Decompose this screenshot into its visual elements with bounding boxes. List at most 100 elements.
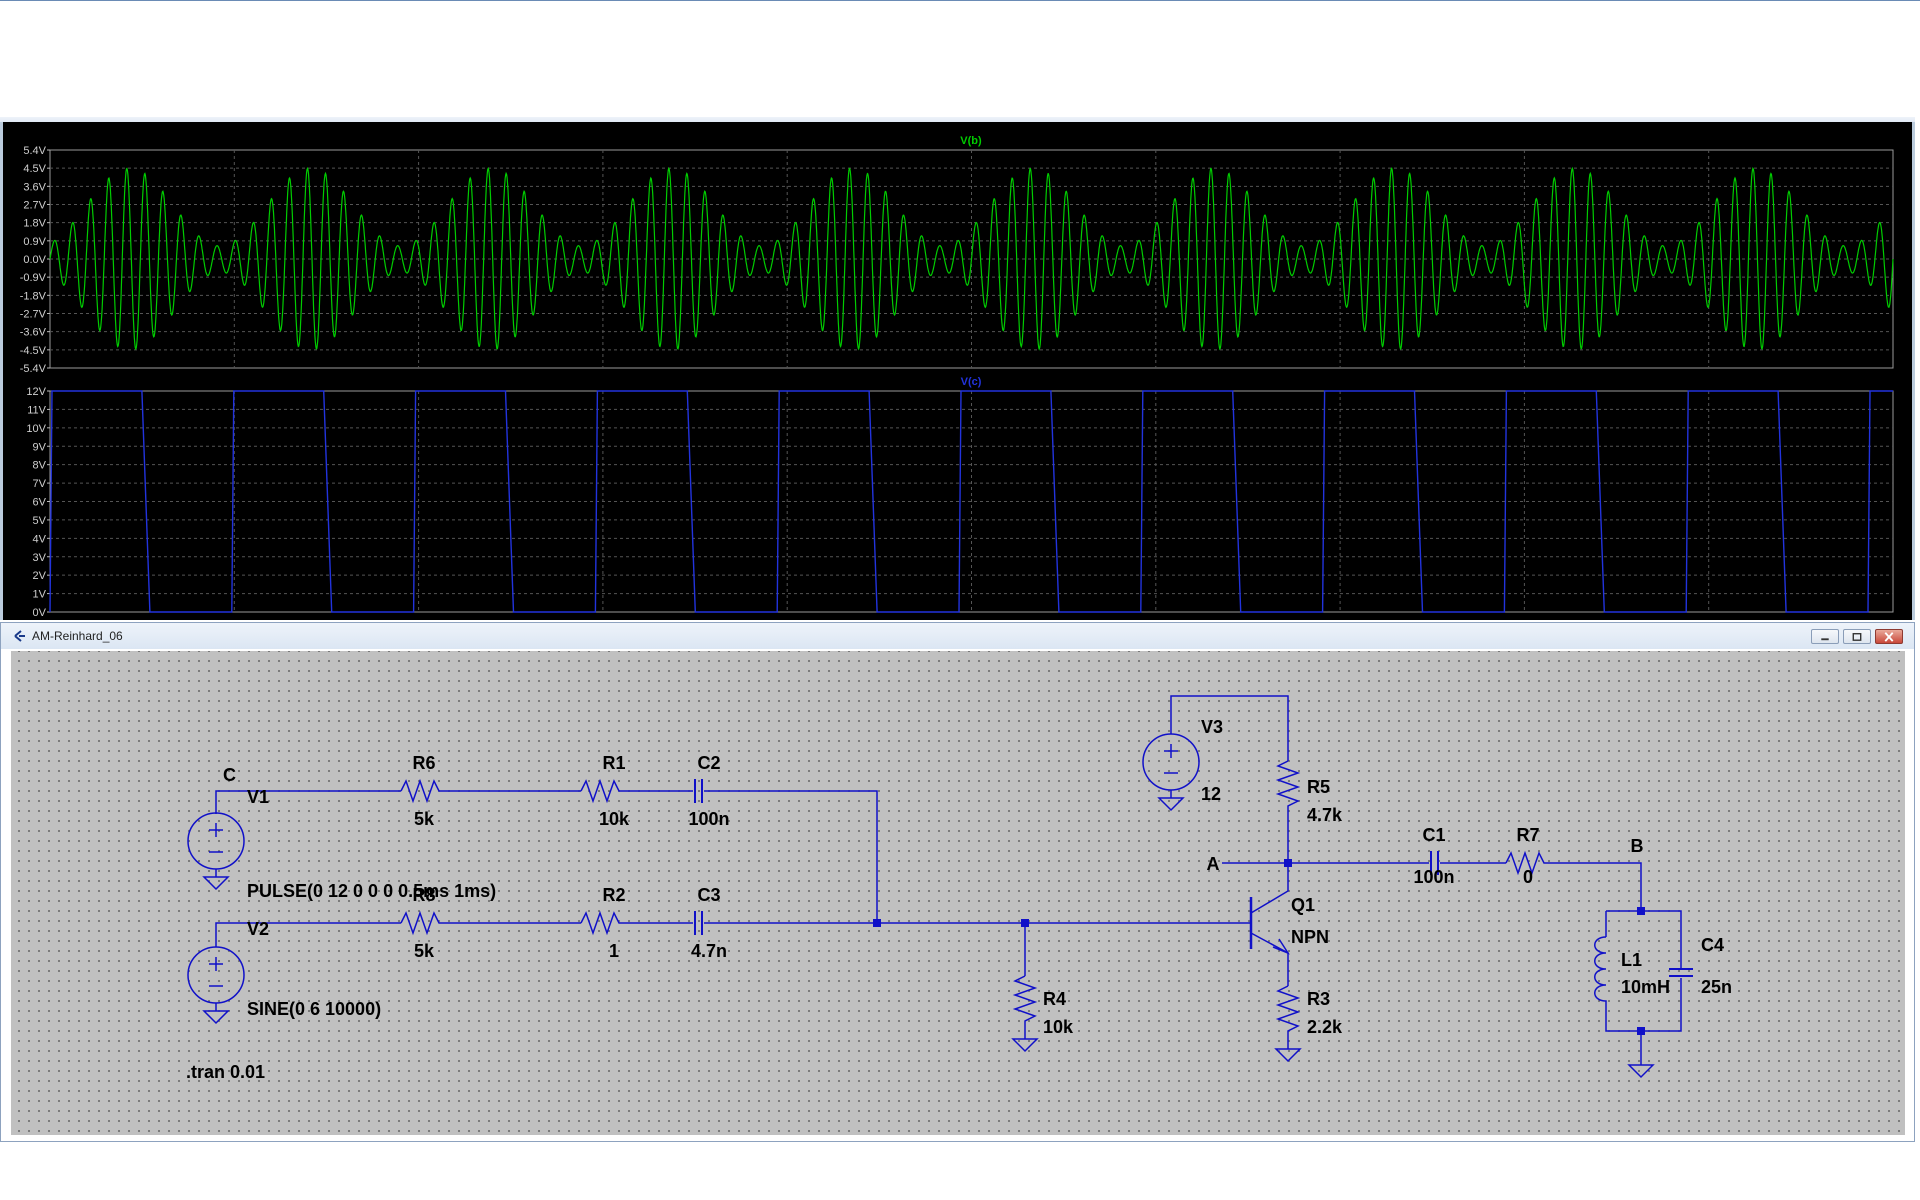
resistor-symbols[interactable] — [400, 760, 1549, 1041]
bottom-pane-grid — [50, 391, 1893, 612]
inductor-l1-symbol[interactable] — [1594, 936, 1607, 1016]
y-tick-label: -4.5V — [20, 345, 47, 357]
resistor-r8-symbol — [400, 910, 444, 936]
restore-icon — [1852, 633, 1862, 641]
label-c3-value[interactable]: 4.7n — [691, 941, 727, 961]
label-v2-value[interactable]: SINE(0 6 10000) — [247, 999, 381, 1019]
capacitor-c4-symbol — [1669, 968, 1693, 977]
label-r1-value[interactable]: 10k — [599, 809, 630, 829]
bottom-trace-label[interactable]: V(c) — [961, 376, 982, 388]
label-l1-value[interactable]: 10mH — [1621, 977, 1670, 997]
resistor-r5-symbol — [1275, 760, 1301, 809]
label-c4-value[interactable]: 25n — [1701, 977, 1732, 997]
schematic-window-title: AM-Reinhard_06 — [32, 629, 123, 643]
resistor-r6-symbol — [400, 778, 444, 804]
label-v1-name[interactable]: V1 — [247, 787, 269, 807]
spice-directive-tran[interactable]: .tran 0.01 — [186, 1062, 265, 1082]
y-tick-label: -3.6V — [20, 327, 47, 339]
label-c3-name[interactable]: C3 — [697, 885, 720, 905]
minimize-icon — [1821, 638, 1829, 641]
voltage-sources[interactable] — [187, 733, 1200, 1025]
close-button[interactable] — [1875, 629, 1903, 644]
wires[interactable] — [215, 695, 1682, 1059]
y-tick-label: -5.4V — [20, 363, 47, 375]
y-tick-label: 0.9V — [23, 236, 46, 248]
label-c1-value[interactable]: 100n — [1413, 867, 1454, 887]
label-r5-name[interactable]: R5 — [1307, 777, 1330, 797]
y-tick-label: 1.8V — [23, 218, 46, 230]
y-tick-label: 9V — [33, 441, 47, 453]
y-tick-label: 3V — [33, 552, 47, 564]
label-r6-name[interactable]: R6 — [412, 753, 435, 773]
label-q1-value[interactable]: NPN — [1291, 927, 1329, 947]
label-r4-name[interactable]: R4 — [1043, 989, 1066, 1009]
y-tick-label: 5.4V — [23, 145, 46, 157]
label-q1-name[interactable]: Q1 — [1291, 895, 1315, 915]
capacitor-c3-symbol — [694, 911, 703, 935]
label-l1-name[interactable]: L1 — [1621, 950, 1642, 970]
label-r5-value[interactable]: 4.7k — [1307, 805, 1343, 825]
source-v2-symbol — [187, 946, 245, 1025]
source-v3-symbol — [1142, 733, 1200, 812]
label-v3-name[interactable]: V3 — [1201, 717, 1223, 737]
label-r2-name[interactable]: R2 — [602, 885, 625, 905]
ground-r3 — [1274, 1041, 1302, 1063]
label-r1-name[interactable]: R1 — [602, 753, 625, 773]
label-r8-name[interactable]: R8 — [412, 885, 435, 905]
capacitor-c1-symbol — [1430, 851, 1439, 875]
label-r7-name[interactable]: R7 — [1516, 825, 1539, 845]
resistor-r2-symbol — [580, 910, 624, 936]
y-tick-label: 2.7V — [23, 200, 46, 212]
label-v2-name[interactable]: V2 — [247, 919, 269, 939]
capacitor-c2-symbol — [694, 779, 703, 803]
label-v3-value[interactable]: 12 — [1201, 784, 1221, 804]
y-tick-label: 8V — [33, 460, 47, 472]
label-c4-name[interactable]: C4 — [1701, 935, 1724, 955]
top-pane-y-ticks: 5.4V4.5V3.6V2.7V1.8V0.9V0.0V-0.9V-1.8V-2… — [20, 145, 50, 375]
label-r3-name[interactable]: R3 — [1307, 989, 1330, 1009]
y-tick-label: 6V — [33, 497, 47, 509]
top-trace-label[interactable]: V(b) — [960, 135, 982, 147]
y-tick-label: 3.6V — [23, 181, 46, 193]
ground-tank — [1627, 1059, 1655, 1079]
resistor-r7-symbol — [1505, 850, 1549, 876]
trace-v-c — [49, 390, 1893, 613]
label-v1-value[interactable]: PULSE(0 12 0 0 0 0.5ms 1ms) — [247, 881, 496, 901]
source-v1-symbol — [187, 812, 245, 891]
label-c1-name[interactable]: C1 — [1422, 825, 1445, 845]
y-tick-label: 2V — [33, 570, 47, 582]
minimize-button[interactable] — [1811, 629, 1839, 644]
y-tick-label: -2.7V — [20, 309, 47, 321]
resistor-r1-symbol — [580, 778, 624, 804]
net-label-c[interactable]: C — [223, 765, 236, 785]
net-label-a[interactable]: A — [1207, 854, 1220, 874]
label-c2-value[interactable]: 100n — [688, 809, 729, 829]
resistor-r4-symbol — [1012, 975, 1038, 1031]
label-c2-name[interactable]: C2 — [697, 753, 720, 773]
transistor-q1-symbol[interactable] — [1249, 863, 1290, 956]
trace-v-b — [49, 166, 1894, 351]
y-tick-label: 10V — [26, 423, 46, 435]
label-r4-value[interactable]: 10k — [1043, 1017, 1074, 1037]
label-r7-value[interactable]: 0 — [1523, 867, 1533, 887]
label-r8-value[interactable]: 5k — [414, 941, 435, 961]
schematic-drawing[interactable]: C A B V1 PULSE(0 12 0 0 0 0.5ms 1ms) V2 … — [11, 651, 1905, 1135]
y-tick-label: 0V — [33, 607, 47, 619]
y-tick-label: 11V — [27, 404, 46, 416]
ground-symbols — [1011, 1031, 1655, 1079]
ground-r4 — [1011, 1031, 1039, 1053]
resistor-r3-symbol — [1275, 985, 1301, 1041]
net-label-b[interactable]: B — [1631, 836, 1644, 856]
ltspice-icon — [14, 630, 25, 642]
schematic-window[interactable]: AM-Reinhard_06 — [0, 622, 1915, 1142]
label-r6-value[interactable]: 5k — [414, 809, 435, 829]
schematic-canvas[interactable]: C A B V1 PULSE(0 12 0 0 0 0.5ms 1ms) V2 … — [11, 651, 1905, 1135]
label-r3-value[interactable]: 2.2k — [1307, 1017, 1343, 1037]
capacitor-symbols[interactable] — [694, 779, 1693, 977]
label-r2-value[interactable]: 1 — [609, 941, 619, 961]
schematic-titlebar[interactable]: AM-Reinhard_06 — [1, 623, 1914, 649]
restore-button[interactable] — [1843, 629, 1871, 644]
waveform-plot[interactable]: 5.4V4.5V3.6V2.7V1.8V0.9V0.0V-0.9V-1.8V-2… — [3, 122, 1912, 620]
